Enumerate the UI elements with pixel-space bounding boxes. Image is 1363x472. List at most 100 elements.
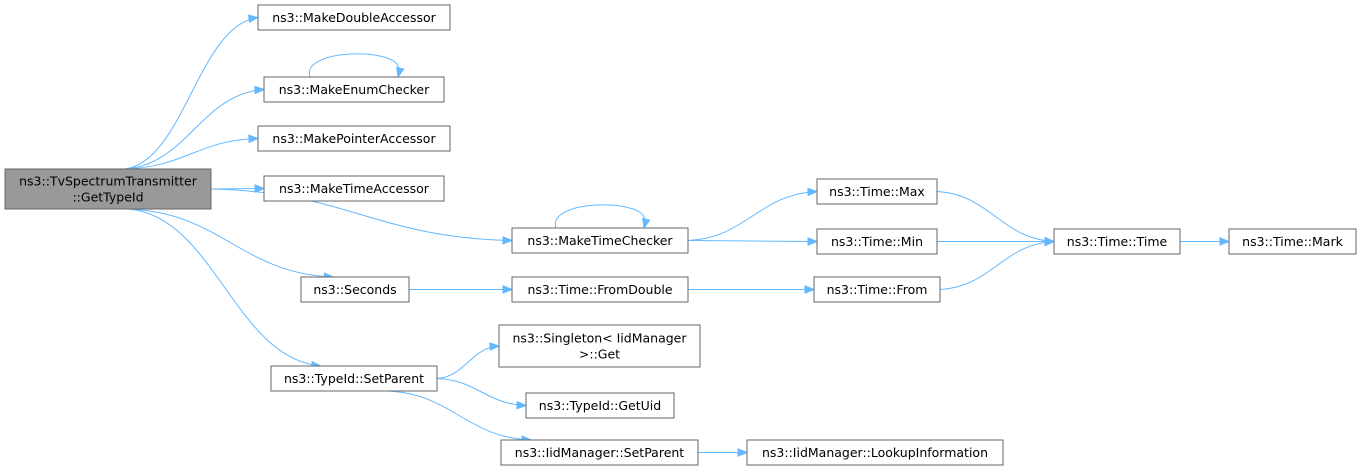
node-label: ns3::Time::Min (831, 234, 923, 249)
node-seconds[interactable]: ns3::Seconds (300, 276, 410, 303)
node-make-pointer-accessor[interactable]: ns3::MakePointerAccessor (257, 125, 451, 152)
arrow-head-icon (737, 448, 749, 457)
node-label: ns3::IidManager::SetParent (515, 445, 685, 460)
node-box (1053, 228, 1181, 255)
node-label: ns3::Time::Max (829, 184, 925, 199)
edge-line (128, 208, 334, 278)
arrow-head-icon (516, 400, 528, 410)
arrow-head-icon (248, 134, 260, 144)
edge-line (436, 378, 527, 406)
edge-root-to-make_double_accessor (124, 14, 260, 170)
edge-make_enum_checker-to-make_enum_checker (309, 53, 405, 79)
edge-root-to-seconds (128, 208, 335, 281)
node-make-time-accessor[interactable]: ns3::MakeTimeAccessor (263, 175, 445, 202)
edge-line (555, 204, 645, 229)
edge-line (939, 241, 1055, 290)
node-label: ns3::MakeDoubleAccessor (272, 10, 436, 25)
node-time-max[interactable]: ns3::Time::Max (816, 178, 938, 205)
edge-make_time_checker-to-time_min (687, 237, 819, 246)
edge-line (309, 53, 399, 78)
edge-time_max-to-time_time (936, 191, 1056, 246)
edge-root-to-make_time_accessor (210, 184, 266, 193)
node-time-min[interactable]: ns3::Time::Min (816, 228, 938, 255)
edge-line (936, 191, 1055, 242)
node-label: >::Get (579, 347, 620, 362)
node-label: ns3::Singleton< IidManager (512, 331, 687, 346)
node-box (813, 276, 941, 303)
node-label: ns3::MakeEnumChecker (279, 82, 430, 97)
edge-root-to-make_time_checker (210, 188, 514, 245)
node-box (816, 228, 938, 255)
edge-time_from-to-time_time (939, 237, 1056, 290)
node-box (263, 175, 445, 202)
arrow-head-icon (642, 217, 651, 230)
node-typeid-getuid[interactable]: ns3::TypeId::GetUid (525, 392, 675, 419)
edge-line (124, 89, 265, 170)
edge-make_time_checker-to-make_time_checker (555, 204, 651, 230)
arrow-head-icon (248, 14, 260, 23)
node-box (263, 76, 445, 103)
node-time-fromdouble[interactable]: ns3::Time::FromDouble (511, 276, 689, 303)
nodes-layer: ns3::TvSpectrumTransmitter::GetTypeIdns3… (4, 4, 1357, 466)
node-box (4, 168, 212, 210)
node-box (525, 392, 675, 419)
edge-line (128, 208, 321, 367)
node-label: ns3::MakePointerAccessor (272, 131, 436, 146)
arrow-head-icon (254, 85, 266, 95)
arrow-head-icon (489, 342, 501, 351)
node-label: ns3::MakeTimeAccessor (279, 181, 430, 196)
arrow-head-icon (807, 237, 819, 246)
arrow-head-icon (804, 285, 816, 294)
node-box (300, 276, 410, 303)
arrow-head-icon (1044, 237, 1056, 247)
edge-line (687, 240, 818, 242)
node-label: ns3::TvSpectrumTransmitter (19, 174, 198, 189)
node-root[interactable]: ns3::TvSpectrumTransmitter::GetTypeId (4, 168, 212, 210)
node-typeid-setparent[interactable]: ns3::TypeId::SetParent (270, 365, 438, 392)
node-make-enum-checker[interactable]: ns3::MakeEnumChecker (263, 76, 445, 103)
node-box (500, 439, 699, 466)
node-iidmanager-setparent[interactable]: ns3::IidManager::SetParent (500, 439, 699, 466)
node-iidmanager-lookup[interactable]: ns3::IidManager::LookupInformation (746, 439, 1004, 466)
node-label: ns3::MakeTimeChecker (527, 233, 673, 248)
node-make-double-accessor[interactable]: ns3::MakeDoubleAccessor (257, 4, 451, 31)
edge-typeid_setparent-to-singleton_get (436, 342, 501, 379)
node-box (270, 365, 438, 392)
node-time-from[interactable]: ns3::Time::From (813, 276, 941, 303)
edge-root-to-make_enum_checker (124, 85, 266, 170)
node-box (257, 4, 451, 31)
edge-time_fromdouble-to-time_from (688, 285, 816, 294)
arrow-head-icon (396, 66, 405, 79)
node-box (511, 276, 689, 303)
edge-root-to-typeid_setparent (128, 208, 323, 370)
node-box (1228, 228, 1357, 255)
node-box (746, 439, 1004, 466)
node-label: ns3::Time::Mark (1242, 234, 1343, 249)
edge-line (124, 138, 259, 170)
node-label: ns3::Time::From (827, 282, 928, 297)
node-singleton-get[interactable]: ns3::Singleton< IidManager>::Get (498, 324, 701, 368)
arrow-head-icon (1219, 237, 1231, 246)
edge-line (210, 188, 513, 241)
edge-root-to-make_pointer_accessor (124, 134, 260, 170)
node-box (816, 178, 938, 205)
node-make-time-checker[interactable]: ns3::MakeTimeChecker (511, 227, 689, 254)
node-box (511, 227, 689, 254)
edge-typeid_setparent-to-typeid_getuid (436, 378, 528, 410)
edges-layer (124, 14, 1231, 457)
arrow-head-icon (807, 187, 819, 197)
edge-line (687, 191, 818, 241)
node-label: ns3::TypeId::GetUid (539, 398, 661, 413)
arrow-head-icon (502, 285, 514, 294)
edge-line (387, 390, 532, 441)
node-box (498, 324, 701, 368)
node-label: ::GetTypeId (72, 190, 143, 205)
node-time-mark[interactable]: ns3::Time::Mark (1228, 228, 1357, 255)
node-label: ns3::Time::FromDouble (527, 282, 672, 297)
node-label: ns3::Seconds (313, 282, 396, 297)
arrow-head-icon (254, 184, 266, 193)
node-time-time[interactable]: ns3::Time::Time (1053, 228, 1181, 255)
edge-iidmanager_setparent-to-iidmanager_lookup (698, 448, 749, 457)
node-label: ns3::Time::Time (1067, 234, 1168, 249)
